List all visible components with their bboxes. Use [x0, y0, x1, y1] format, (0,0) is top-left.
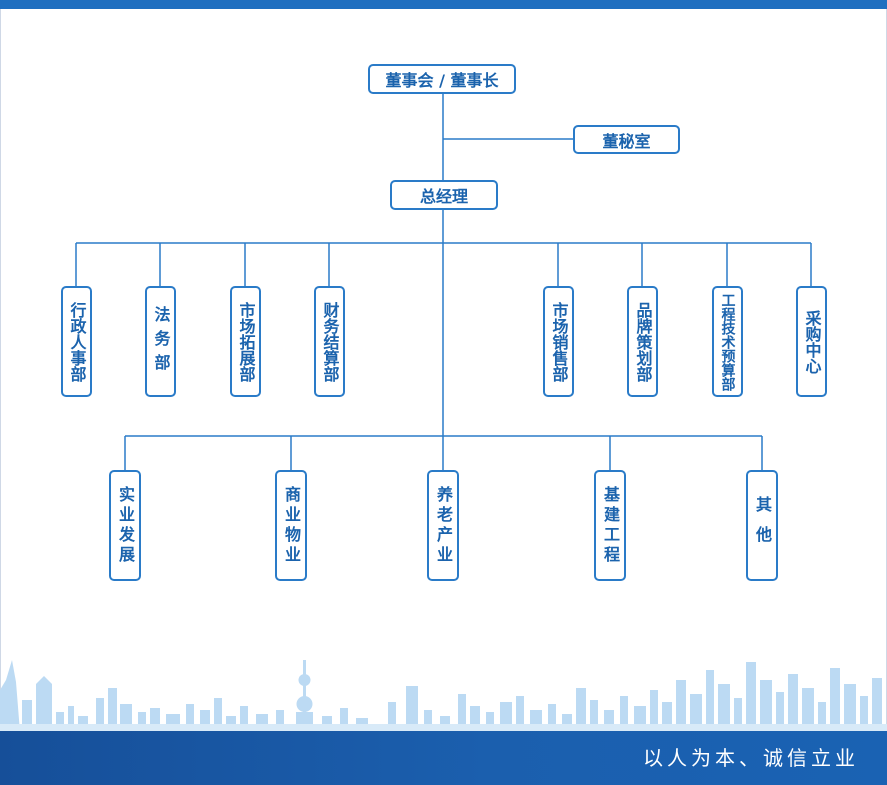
company-slogan: 以人为本、诚信立业	[643, 746, 859, 770]
connector-lines	[75, 93, 812, 470]
division-other: 其他	[746, 470, 778, 581]
dept-legal: 法务部	[145, 286, 176, 397]
dept-market-expansion: 市场拓展部	[230, 286, 261, 397]
dept-engineering-budget: 工程技术预算部	[712, 286, 743, 397]
dept-finance-settlement: 财务结算部	[314, 286, 345, 397]
division-infrastructure: 基建工程	[594, 470, 626, 581]
division-elderly-care: 养老产业	[427, 470, 459, 581]
city-skyline-decoration	[0, 660, 887, 732]
dept-procurement-center: 采购中心	[796, 286, 827, 397]
general-manager-box: 总经理	[390, 180, 498, 210]
dept-admin-hr: 行政人事部	[61, 286, 92, 397]
division-industrial-development: 实业发展	[109, 470, 141, 581]
top-accent-bar	[0, 0, 887, 9]
division-commercial-property: 商业物业	[275, 470, 307, 581]
footer-band	[0, 731, 887, 785]
board-chairman-box: 董事会 / 董事长	[368, 64, 516, 94]
board-secretary-office-box: 董秘室	[573, 125, 680, 154]
dept-marketing-sales: 市场销售部	[543, 286, 574, 397]
dept-brand-planning: 品牌策划部	[627, 286, 658, 397]
